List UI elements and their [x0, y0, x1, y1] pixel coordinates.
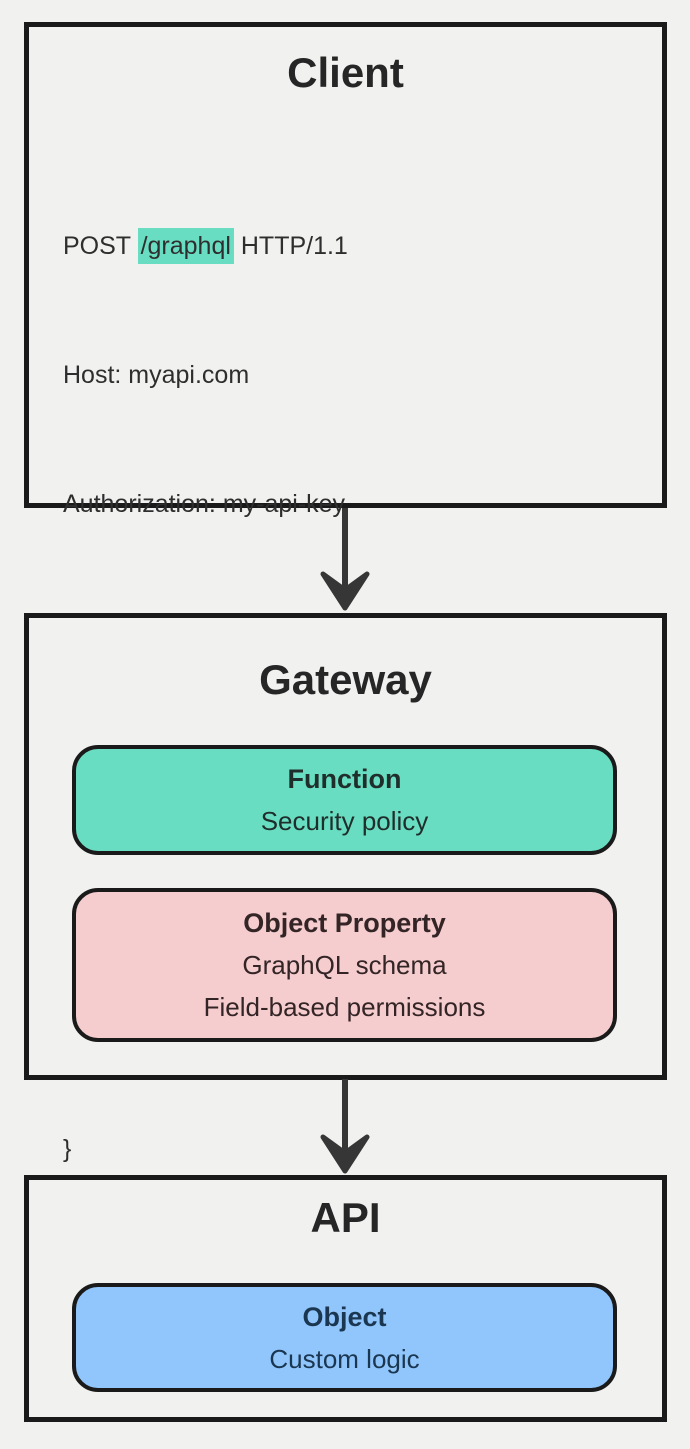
function-card-heading: Function [287, 764, 402, 794]
graphql-path-highlight: /graphql [137, 228, 234, 264]
function-card-line: Security policy [260, 806, 429, 836]
json-close-brace: } [63, 1135, 72, 1163]
client-node: Client POST /graphql HTTP/1.1 Host: myap… [24, 22, 667, 1163]
client-title: Client [287, 49, 404, 96]
object-property-card-line: GraphQL schema [242, 950, 447, 980]
object-card-heading: Object [302, 1301, 387, 1332]
api-node: API Object Custom logic [24, 1175, 667, 1422]
request-line-method: POST /graphql HTTP/1.1 [63, 225, 551, 268]
gateway-node: Gateway Function Security policy Object … [24, 613, 667, 1080]
object-card: Object Custom logic [72, 1283, 617, 1392]
object-property-card-line: Field-based permissions [203, 992, 486, 1022]
object-property-card: Object Property GraphQL schema Field-bas… [72, 888, 617, 1042]
request-method-post: HTTP/1.1 [233, 232, 348, 260]
request-line-authorization: Authorization: my-api-key [63, 490, 346, 518]
arrow-down-icon [320, 508, 370, 611]
request-method-pre: POST [63, 232, 138, 260]
api-title: API [310, 1194, 381, 1241]
object-card-line: Custom logic [269, 1343, 420, 1374]
object-property-card-heading: Object Property [243, 908, 446, 938]
arrow-down-icon [320, 1079, 370, 1174]
request-line-host: Host: myapi.com [63, 361, 250, 389]
gateway-title: Gateway [259, 656, 432, 703]
function-card: Function Security policy [72, 745, 617, 855]
